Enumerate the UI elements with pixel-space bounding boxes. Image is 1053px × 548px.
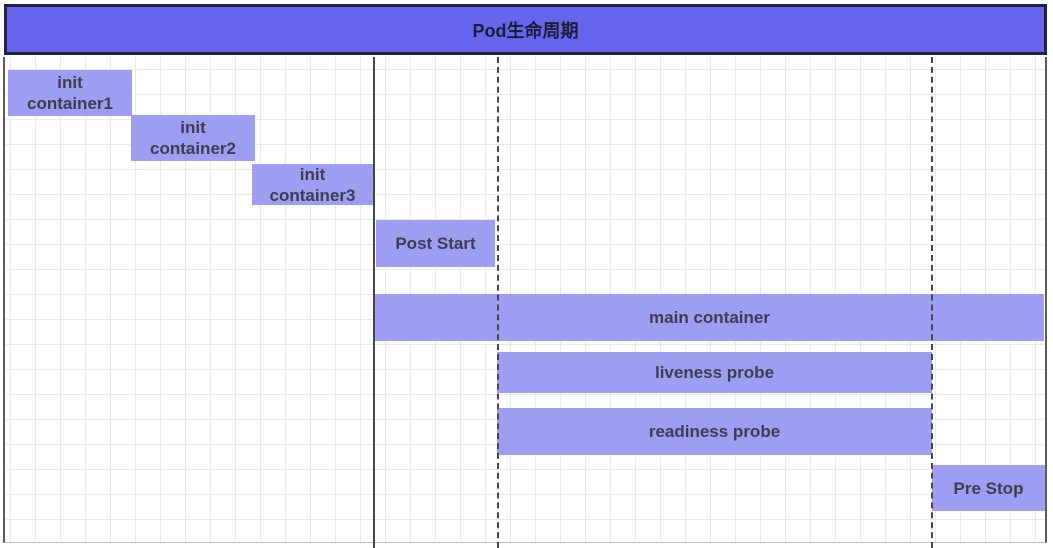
bar-label: Post Start bbox=[395, 234, 476, 253]
bar-label: Pre Stop bbox=[953, 478, 1024, 498]
bar-pre-stop: Pre Stop bbox=[932, 465, 1045, 511]
bar-readiness-probe: readiness probe bbox=[497, 408, 932, 455]
bar-label-line2: container3 bbox=[269, 185, 356, 205]
bar-post-start: Post Start bbox=[376, 220, 495, 267]
bar-init-container1: init container1 bbox=[8, 70, 132, 116]
bar-main-container: main container bbox=[375, 294, 1044, 341]
bar-label: main container bbox=[649, 308, 770, 327]
phase-divider-dashed-line-2 bbox=[931, 57, 933, 548]
bar-label-line1: init bbox=[180, 118, 206, 137]
bar-label: liveness probe bbox=[654, 363, 775, 382]
bar-label-line1: init bbox=[57, 73, 83, 92]
diagram-title-bar: Pod生命周期 bbox=[4, 4, 1047, 55]
bar-label-line1: init bbox=[299, 164, 326, 184]
phase-divider-solid-line bbox=[373, 57, 375, 548]
bar-liveness-probe: liveness probe bbox=[497, 352, 932, 393]
phase-divider-dashed-line-1 bbox=[497, 57, 499, 548]
bar-init-container2: init container2 bbox=[131, 115, 255, 161]
bar-label: readiness probe bbox=[648, 422, 781, 441]
diagram-title: Pod生命周期 bbox=[472, 20, 579, 41]
bar-init-container3: init container3 bbox=[252, 164, 373, 205]
bar-label-line2: container2 bbox=[150, 139, 236, 158]
bar-label-line2: container1 bbox=[27, 94, 113, 113]
